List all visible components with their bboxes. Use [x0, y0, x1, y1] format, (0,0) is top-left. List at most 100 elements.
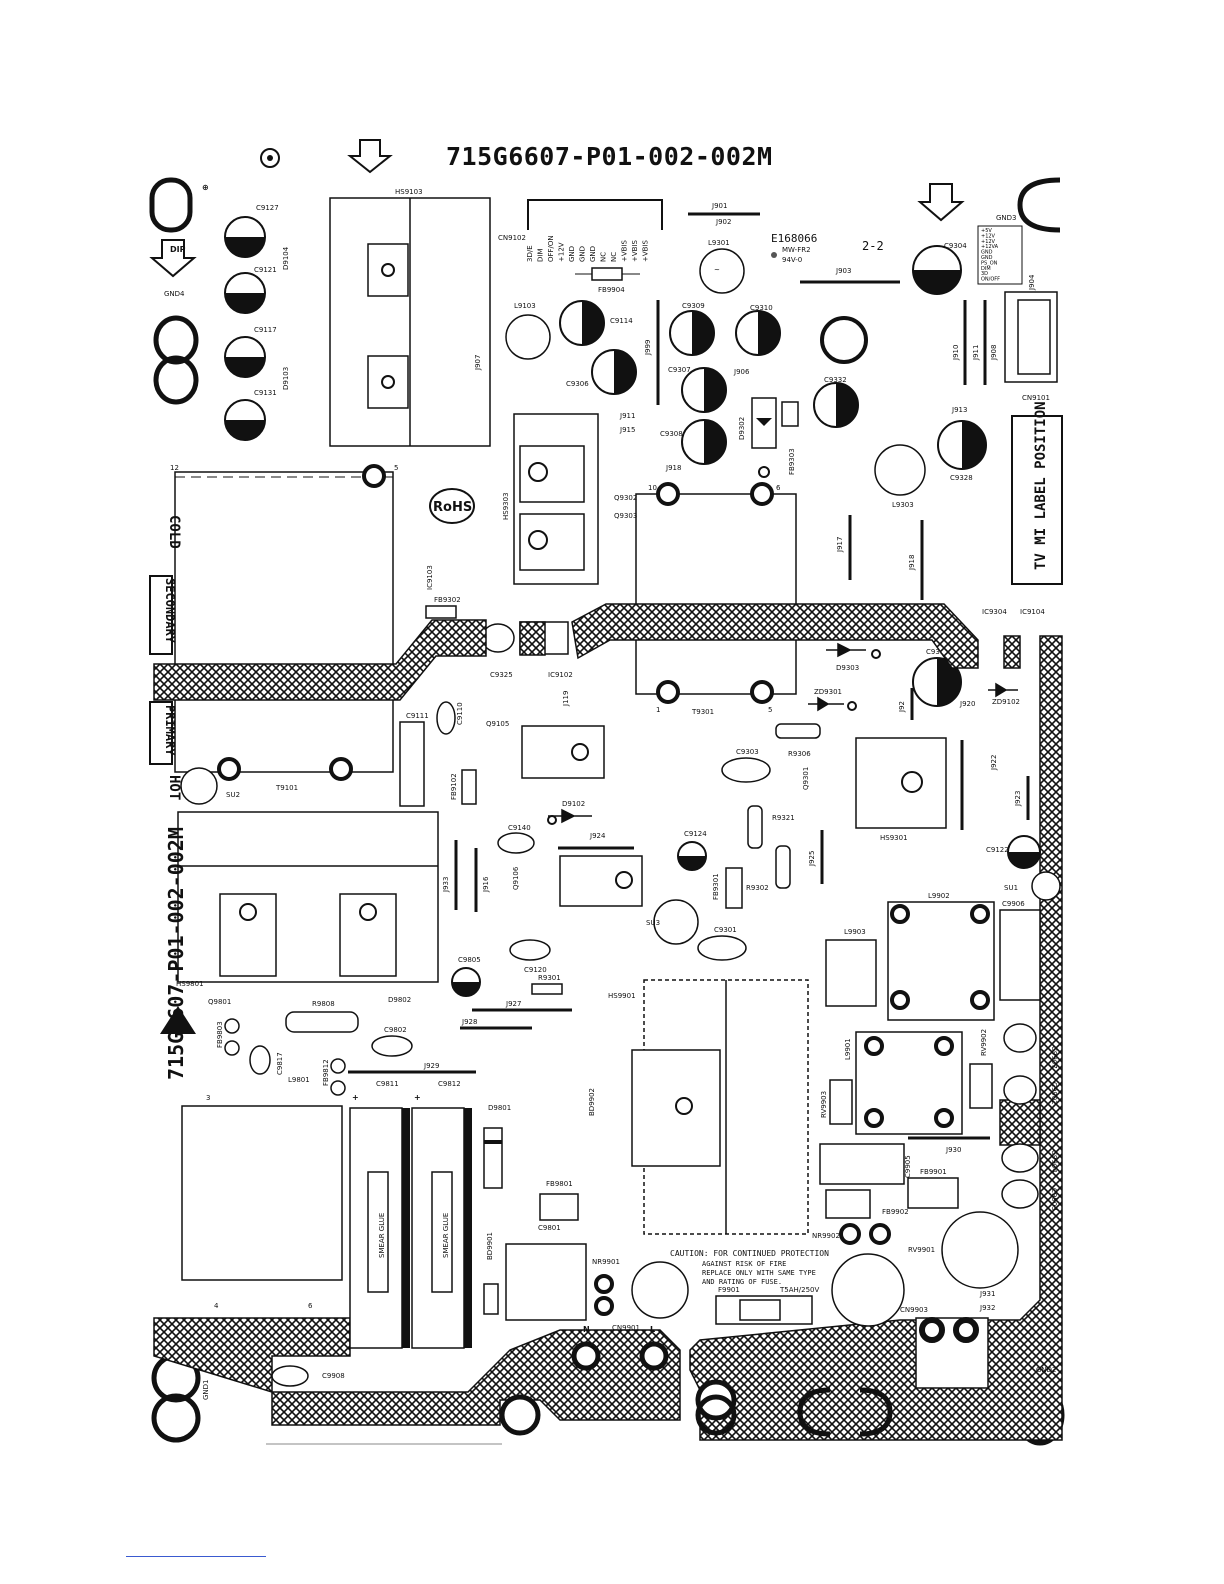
svg-text:CN9901: CN9901 [612, 1324, 640, 1332]
svg-text:HS9901: HS9901 [608, 992, 636, 1000]
svg-text:ZD9301: ZD9301 [814, 688, 842, 696]
svg-text:L9901: L9901 [844, 1038, 852, 1060]
rv9903-varistor: RV9903 [820, 1079, 853, 1125]
isolation-barrier [153, 619, 487, 701]
svg-text:J901: J901 [711, 202, 727, 210]
mounting-hole-bottom-left [151, 1353, 201, 1443]
svg-text:C9131: C9131 [254, 389, 277, 397]
cn9102-connector[interactable]: CN9102 [498, 199, 663, 242]
bd9902-label: BD9902 [588, 1088, 596, 1116]
rv9901-varistor: RV9901 [908, 1211, 1019, 1289]
ic9104-label: IC9104 [1020, 608, 1045, 616]
svg-text:CN9903: CN9903 [900, 1306, 928, 1314]
svg-text:R9306: R9306 [788, 750, 811, 758]
svg-text:FB9902: FB9902 [882, 1208, 909, 1216]
svg-text:FB9901: FB9901 [920, 1168, 947, 1176]
c9309-capacitor: C9309 [669, 302, 715, 356]
c9812-capacitor: SMEAR GLUE C9812 + [411, 1080, 472, 1349]
d9303-diode: D9303 [826, 642, 881, 672]
svg-text:4: 4 [214, 1302, 219, 1310]
cn9903-connector[interactable]: CN9903 J931 J932 [900, 1290, 995, 1389]
svg-text:Q9105: Q9105 [486, 720, 509, 728]
fb9801-bead: FB9801 [539, 1180, 579, 1221]
isolation-barrier [689, 635, 1063, 1441]
j906-label: J906 [733, 368, 750, 376]
c9319-capacitor: C9319 [912, 648, 962, 707]
svg-text:94V-0: 94V-0 [782, 256, 802, 264]
j913-j-label: J913 [951, 406, 967, 414]
j922-label: J922 [990, 755, 998, 771]
svg-text:C9802: C9802 [384, 1026, 407, 1034]
hs9103-heatsink: HS9103 [329, 188, 491, 447]
svg-text:RV9901: RV9901 [908, 1246, 935, 1254]
ul-marking: E168066 MW-FR2 94V-0 2-2 [771, 232, 884, 264]
isolation-barrier [999, 1099, 1041, 1146]
c9903-capacitor: C9903 [1001, 1179, 1058, 1211]
svg-text:FB9803: FB9803 [216, 1021, 224, 1048]
gnd4-label: GND4 [164, 290, 185, 298]
t9301-transformer: 10 6 1 5 T9301 [635, 482, 797, 716]
svg-text:T9101: T9101 [275, 784, 298, 792]
j925-label: J925 [808, 851, 816, 867]
fb9904-bead: FB9904 [575, 267, 640, 294]
svg-text:C9903: C9903 [1050, 1188, 1058, 1211]
j907-label: J907 [474, 355, 482, 371]
svg-text:C9140: C9140 [508, 824, 531, 832]
c9328-capacitor: C9328 [937, 420, 987, 482]
svg-text:SMEAR GLUE: SMEAR GLUE [442, 1213, 450, 1258]
svg-text:C9817: C9817 [276, 1052, 284, 1075]
svg-text:6: 6 [308, 1302, 313, 1310]
c9325-capacitor: C9325 [481, 623, 515, 679]
svg-text:Q9301: Q9301 [802, 767, 810, 790]
cn9102-pin-label: NC [600, 252, 608, 262]
svg-text:AND RATING OF FUSE.: AND RATING OF FUSE. [702, 1278, 782, 1286]
svg-text:R9808: R9808 [312, 1000, 335, 1008]
cn9101-pin-label: PS_ON [981, 260, 998, 266]
c9908-capacitor: C9908 [271, 1365, 345, 1387]
cn9102-pin-label: +VBIS [642, 239, 650, 262]
svg-text:L9902: L9902 [928, 892, 950, 900]
svg-text:J931: J931 [979, 1290, 995, 1298]
svg-text:J902: J902 [715, 218, 731, 226]
svg-text:F9901: F9901 [718, 1286, 740, 1294]
d9104-label: D9104 [282, 246, 290, 270]
cn9101-pin-label: +12V [981, 239, 996, 245]
svg-text:FB9904: FB9904 [598, 286, 625, 294]
t9101-transformer: 12 5 T9101 [170, 464, 398, 792]
q9106-transistor: Q9106 [512, 855, 643, 907]
svg-text:C9325: C9325 [490, 671, 513, 679]
svg-text:E168066: E168066 [771, 232, 817, 245]
cn9101-pin-label: DIM [981, 266, 991, 272]
svg-text:C9307: C9307 [668, 366, 691, 374]
ic9103-label: IC9103 [426, 565, 434, 590]
svg-text:AGAINST RISK OF FIRE: AGAINST RISK OF FIRE [702, 1260, 786, 1268]
f9901-fuse: F9901 T5AH/250V [715, 1286, 820, 1325]
cn9102-pin-label: GND [579, 246, 587, 262]
j933-label: J933 [442, 877, 450, 893]
svg-text:RV9903: RV9903 [820, 1091, 828, 1118]
l9103-inductor: L9103 [505, 302, 551, 360]
svg-text:FB9812: FB9812 [322, 1059, 330, 1086]
rohs-mark: RoHS [429, 488, 475, 524]
c9811-capacitor: SMEAR GLUE C9811 + [349, 1080, 410, 1349]
primary-hot-label: PRIMARY HOT [149, 701, 182, 800]
svg-text:5: 5 [394, 464, 398, 472]
isolation-barrier [153, 1317, 681, 1426]
svg-text:SU3: SU3 [646, 919, 660, 927]
j927-label: J927 [505, 1000, 521, 1008]
cn9101-connector[interactable]: CN9101 [1004, 291, 1058, 402]
svg-text:HS9303: HS9303 [502, 492, 510, 520]
svg-text:SU2: SU2 [226, 791, 240, 799]
c9122-capacitor: C9122 [986, 835, 1041, 869]
svg-text:C9110: C9110 [456, 702, 464, 725]
svg-text:N: N [583, 1325, 590, 1334]
j903-label: J903 [835, 267, 851, 275]
svg-text:C9120: C9120 [524, 966, 547, 974]
svg-text:CN9101: CN9101 [1022, 394, 1050, 402]
hs9901-heatsink: HS9901 [608, 979, 809, 1235]
cn9102-pin-label: +12V [558, 242, 566, 262]
j92-label: J92 [898, 701, 906, 713]
d9103-label: D9103 [282, 367, 290, 390]
l9301-inductor: ~ L9301 [699, 239, 745, 294]
